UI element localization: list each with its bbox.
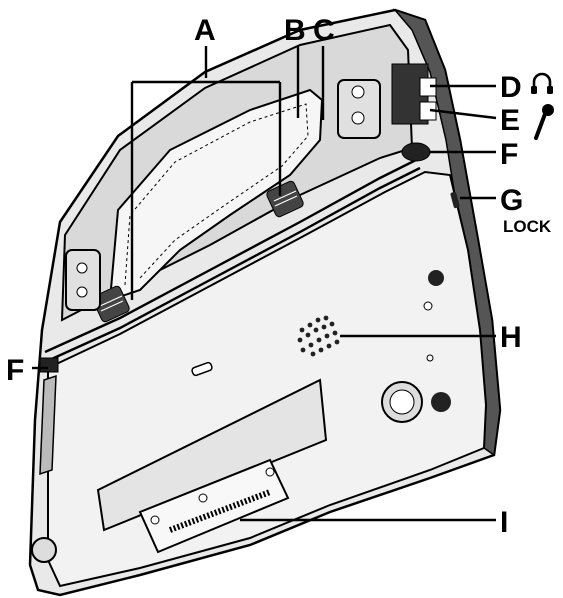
foot-bumper-dark-1 xyxy=(428,270,444,286)
strap-clip-screw-1 xyxy=(351,85,365,99)
hinge-line-2 xyxy=(44,166,421,364)
foot-bumper-dark-2 xyxy=(431,392,451,412)
hinge-line xyxy=(44,156,421,354)
callout-f-left: F xyxy=(6,354,24,387)
callout-c: C xyxy=(313,14,335,47)
battery-cover xyxy=(96,378,328,532)
foot-bumper-large-inner xyxy=(389,389,415,415)
callout-f-right: F xyxy=(500,138,518,171)
dock-screw-1 xyxy=(150,515,160,525)
speaker-grille xyxy=(297,315,340,357)
bracket-ribs xyxy=(99,190,298,312)
right-rim xyxy=(392,8,501,457)
security-lock-slot xyxy=(450,191,460,209)
dock-screw-2 xyxy=(198,493,208,503)
callout-d: D xyxy=(500,71,522,104)
foot-bumper-small-2 xyxy=(426,354,434,362)
strap-clip-screw-2 xyxy=(351,111,365,125)
tablet-device xyxy=(28,8,502,597)
headphones-icon xyxy=(531,72,553,94)
left-clip-screw-2 xyxy=(76,286,88,298)
dock-screw-3 xyxy=(265,467,275,477)
latch-left xyxy=(39,357,59,373)
callout-labels: A B C D E F G LOCK H I F xyxy=(6,14,552,539)
left-clip-screw-1 xyxy=(76,262,88,274)
callout-h: H xyxy=(500,321,522,354)
center-slot xyxy=(191,361,213,377)
callout-i: I xyxy=(500,506,508,539)
foot-bumper-left xyxy=(31,537,57,563)
latch-right xyxy=(401,142,431,162)
left-port-strip xyxy=(39,374,57,476)
docking-pins xyxy=(168,489,272,533)
docking-connector xyxy=(138,458,290,554)
handle-stitch xyxy=(124,103,309,286)
handle-strap xyxy=(108,88,324,302)
handle-bracket-left xyxy=(92,285,130,323)
callout-lock: LOCK xyxy=(503,217,552,236)
foot-bumper-small xyxy=(423,301,433,311)
leader-lines xyxy=(32,46,497,522)
callout-b: B xyxy=(284,14,306,47)
callout-e: E xyxy=(500,104,520,137)
leader-e xyxy=(429,108,497,120)
left-clip xyxy=(65,249,101,311)
callout-g: G xyxy=(500,184,523,217)
strap-clip xyxy=(337,79,381,139)
microphone-icon xyxy=(534,104,554,140)
callout-a: A xyxy=(194,14,216,47)
leader-a xyxy=(130,46,282,300)
